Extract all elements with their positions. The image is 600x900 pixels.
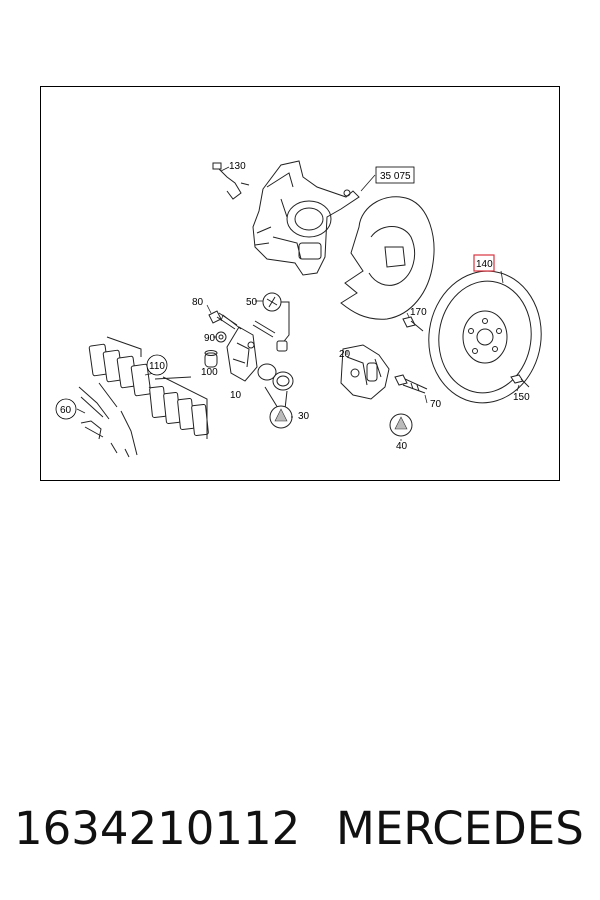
callout-60: 60 <box>60 405 72 416</box>
callout-80: 80 <box>192 297 204 308</box>
callout-140-box[interactable]: 140 <box>473 254 495 272</box>
hardware-kit <box>78 382 138 458</box>
repair-kit <box>252 292 290 352</box>
washer <box>215 331 227 343</box>
callout-40: 40 <box>396 441 408 452</box>
callout-20: 20 <box>339 349 351 360</box>
disc-screw <box>510 374 530 388</box>
shield-screw <box>402 316 424 332</box>
brake-pads <box>88 336 209 439</box>
bushing <box>204 350 218 368</box>
brake-assembly-drawing: 130 35 075 140 80 50 90 100 10 110 60 30… <box>55 160 542 458</box>
callout-140: 140 <box>476 259 493 270</box>
piston-seal-set <box>389 413 413 437</box>
seal-kit <box>257 363 294 429</box>
callout-50: 50 <box>246 297 258 308</box>
brake-caliper <box>340 344 390 400</box>
callout-170: 170 <box>410 307 427 318</box>
caliper-bolt <box>394 374 428 394</box>
wear-sensor <box>212 162 250 200</box>
callout-110: 110 <box>149 361 165 372</box>
callout-110-circle: 110 <box>146 354 168 376</box>
callout-35075-box: 35 075 <box>375 166 415 184</box>
callout-90: 90 <box>204 333 216 344</box>
parts-diagram: 130 35 075 140 80 50 90 100 10 110 60 30… <box>40 86 560 481</box>
callout-35075: 35 075 <box>380 171 411 182</box>
brake-disc <box>428 270 542 404</box>
callout-10: 10 <box>230 390 242 401</box>
guide-bolt <box>208 310 238 330</box>
leader-lines <box>76 166 520 441</box>
part-number: 1634210112 <box>14 802 301 855</box>
callout-30: 30 <box>298 411 310 422</box>
callout-100: 100 <box>201 367 218 378</box>
brand-name: MERCEDES <box>336 802 584 855</box>
callout-130: 130 <box>229 161 246 172</box>
caliper-carrier <box>226 326 258 382</box>
steering-knuckle <box>252 160 360 276</box>
dust-shield <box>340 196 435 320</box>
callout-150: 150 <box>513 392 530 403</box>
callout-60-circle: 60 <box>55 398 77 420</box>
callout-70: 70 <box>430 399 442 410</box>
